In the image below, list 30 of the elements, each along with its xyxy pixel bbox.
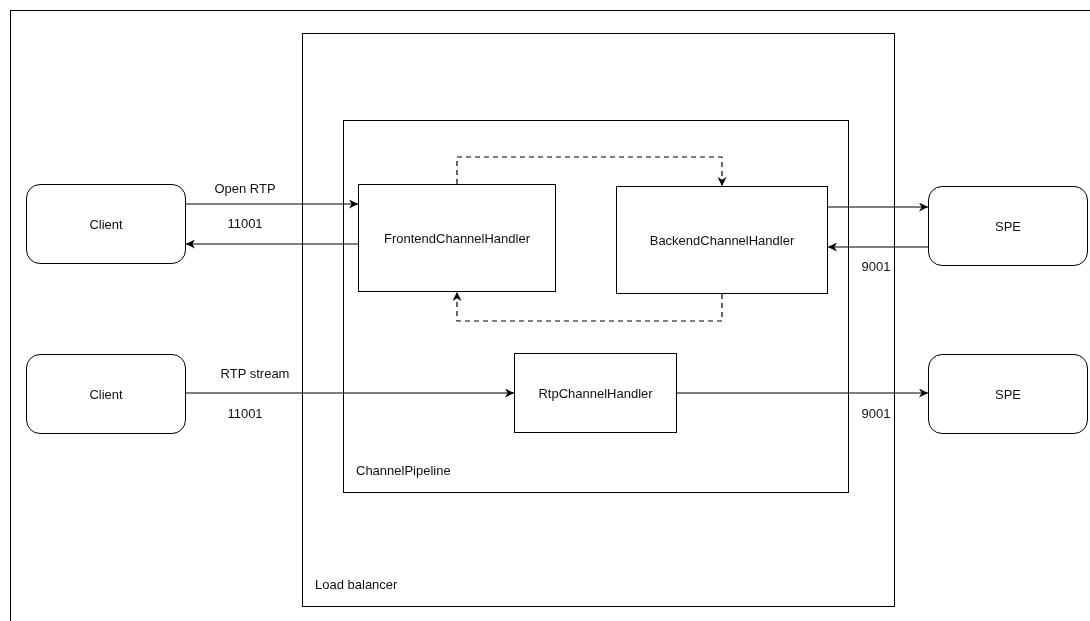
- arrow: [185, 388, 515, 398]
- process-box: [616, 186, 828, 294]
- node-label: SPE: [995, 386, 1021, 402]
- arrow: [827, 242, 929, 252]
- container-box: [302, 33, 895, 607]
- node-label: SPE: [995, 218, 1021, 234]
- arrow: [185, 239, 359, 249]
- node-label: RtpChannelHandler: [538, 385, 653, 401]
- node-label: BackendChannelHandler: [649, 232, 795, 248]
- rounded-box: [26, 184, 186, 264]
- container-label: ChannelPipeline: [356, 463, 451, 478]
- arrow: [185, 199, 359, 209]
- arrow: [676, 388, 929, 398]
- process-box: [514, 353, 677, 433]
- port-number: 9001: [861, 258, 891, 274]
- arrow: [827, 202, 929, 212]
- rounded-box: [26, 354, 186, 434]
- process-box: [358, 184, 556, 292]
- port-number: 11001: [227, 405, 263, 421]
- arrow: [456, 156, 727, 187]
- container-box: [343, 120, 849, 493]
- port-number: 9001: [861, 405, 891, 421]
- port-number: 11001: [227, 215, 263, 231]
- arrow: [452, 291, 723, 322]
- rounded-box: [928, 354, 1088, 434]
- node-label: Client: [89, 216, 123, 232]
- container-label: Load balancer: [315, 577, 398, 592]
- node-label: Client: [89, 386, 123, 402]
- node-label: FrontendChannelHandler: [384, 230, 530, 246]
- rounded-box: [928, 186, 1088, 266]
